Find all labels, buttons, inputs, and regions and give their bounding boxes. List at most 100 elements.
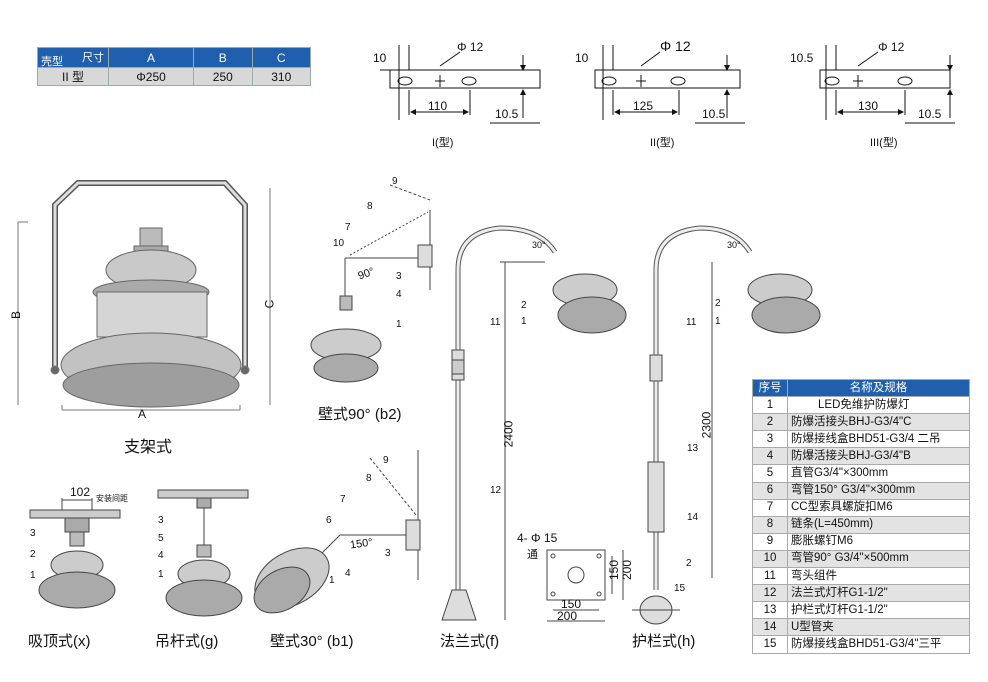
wall90-part-1: 1 <box>396 319 402 330</box>
flange-part-12: 12 <box>490 485 502 496</box>
spec-row-name: 膨胀螺钉M6 <box>787 532 970 551</box>
spec-row-no: 10 <box>752 549 788 569</box>
size-table: 尺寸 壳型 A B C II 型 Φ250 250 310 <box>37 47 312 86</box>
size-header-c: C <box>251 47 312 68</box>
hole2-offset: 10 <box>575 51 589 65</box>
spec-row-no: 13 <box>752 601 788 620</box>
hole1-offset: 10 <box>373 51 387 65</box>
spec-row-name: CC型索具螺旋扣M6 <box>787 498 970 517</box>
spec-row-no: 12 <box>752 584 788 603</box>
base-holes: 4- Φ 15 <box>517 531 558 545</box>
guardrail-caption: 护栏式(h) <box>632 633 696 650</box>
guardrail-part-1: 1 <box>715 316 721 327</box>
guardrail-part-13: 13 <box>687 443 699 454</box>
ceiling-part-2: 2 <box>30 549 36 560</box>
flange-part-1: 1 <box>521 316 527 327</box>
hole2-spacing: 125 <box>633 99 654 113</box>
hole3-spacing: 130 <box>858 99 879 113</box>
flange-height: 2400 <box>501 420 516 448</box>
spec-row-no: 2 <box>752 413 788 432</box>
hole2-caption: II(型) <box>650 137 675 149</box>
spec-row-no: 6 <box>752 481 788 500</box>
spec-row-no: 11 <box>752 567 788 586</box>
hole1-diameter: Φ 12 <box>457 40 484 54</box>
spec-row-name: 防爆活接头BHJ-G3/4"C <box>787 413 970 432</box>
bracket-caption: 支架式 <box>124 439 173 456</box>
pendant-part-3: 3 <box>158 515 164 526</box>
wall30-part-8: 8 <box>366 473 372 484</box>
size-row-type: II 型 <box>37 67 109 86</box>
hole1-spacing: 110 <box>428 99 448 113</box>
wall90-part-7: 7 <box>345 222 351 233</box>
ceiling-note: 安装间距 <box>96 494 128 503</box>
spec-header-no: 序号 <box>752 378 788 398</box>
spec-row-no: 14 <box>752 618 788 637</box>
spec-row-no: 3 <box>752 430 788 449</box>
size-header-b: B <box>193 47 253 68</box>
flange-caption: 法兰式(f) <box>440 633 500 650</box>
spec-header-name: 名称及规格 <box>787 378 970 398</box>
size-row-c: 310 <box>251 67 312 86</box>
pendant-part-4: 4 <box>158 550 164 561</box>
wall90-part-10: 10 <box>333 238 345 249</box>
spec-row-name: 直管G3/4"×300mm <box>787 464 970 483</box>
size-table-corner: 尺寸 壳型 <box>37 47 109 68</box>
wall90-part-9: 9 <box>392 176 398 187</box>
spec-row-name: 防爆接线盒BHD51-G3/4"三平 <box>787 635 970 654</box>
wall30-part-1: 1 <box>329 575 335 586</box>
hole-diagram-1 <box>380 45 541 124</box>
hole1-depth: 10.5 <box>495 107 519 121</box>
pendant-caption: 吊杆式(g) <box>155 633 219 650</box>
spec-row-no: 1 <box>752 396 788 415</box>
guardrail-drawing <box>632 225 821 625</box>
guardrail-part-2b: 2 <box>686 558 692 569</box>
spec-row-no: 15 <box>752 635 788 654</box>
corner-top-label: 尺寸 <box>82 52 104 64</box>
pendant-drawing <box>157 489 249 617</box>
ceiling-part-3: 3 <box>30 528 36 539</box>
base-plate-drawing <box>546 549 624 622</box>
spec-row-name: 防爆活接头BHJ-G3/4"B <box>787 447 970 466</box>
wall90-caption: 壁式90° (b2) <box>318 406 402 423</box>
base-dim-h2: 200 <box>557 609 578 623</box>
flange-drawing <box>441 225 627 621</box>
bracket-dim-b: B <box>9 310 24 320</box>
guardrail-angle: 30° <box>727 240 741 250</box>
bracket-lamp-drawing <box>17 180 271 411</box>
ceiling-drawing <box>29 498 121 609</box>
hole3-depth: 10.5 <box>918 107 942 121</box>
spec-row-name: 防爆接线盒BHD51-G3/4 二吊 <box>787 430 970 449</box>
hole3-caption: III(型) <box>870 137 898 149</box>
spec-row-no: 9 <box>752 532 788 551</box>
hole2-diameter: Φ 12 <box>660 38 691 54</box>
wall30-drawing <box>253 450 421 614</box>
size-header-a: A <box>107 47 195 68</box>
wall90-part-8: 8 <box>367 201 373 212</box>
wall30-part-3: 3 <box>385 548 391 559</box>
pendant-part-1: 1 <box>158 569 164 580</box>
ceiling-part-1: 1 <box>30 570 36 581</box>
bracket-dim-a: A <box>138 407 147 421</box>
pendant-part-5: 5 <box>158 533 164 544</box>
hole2-depth: 10.5 <box>702 107 726 121</box>
spec-row-name: 弯头组件 <box>787 567 970 586</box>
size-row-a: Φ250 <box>107 67 195 86</box>
ceiling-caption: 吸顶式(x) <box>28 633 91 650</box>
hole3-offset: 10.5 <box>790 51 814 65</box>
spec-row-name: 弯管150° G3/4"×300mm <box>787 481 970 500</box>
spec-row-no: 4 <box>752 447 788 466</box>
hole3-diameter: Φ 12 <box>878 40 905 54</box>
corner-bottom-label: 壳型 <box>41 56 63 68</box>
wall90-drawing <box>310 184 433 383</box>
wall90-part-3: 3 <box>396 271 402 282</box>
spec-row-name: 弯管90° G3/4"×500mm <box>787 549 970 569</box>
wall30-part-7: 7 <box>340 494 346 505</box>
wall30-part-9: 9 <box>383 455 389 466</box>
spec-row-name: LED免维护防爆灯 <box>787 396 970 415</box>
hole-diagram-2 <box>594 45 745 124</box>
spec-row-no: 8 <box>752 515 788 534</box>
bracket-dim-c: C <box>262 299 277 309</box>
guardrail-part-11: 11 <box>686 317 697 328</box>
